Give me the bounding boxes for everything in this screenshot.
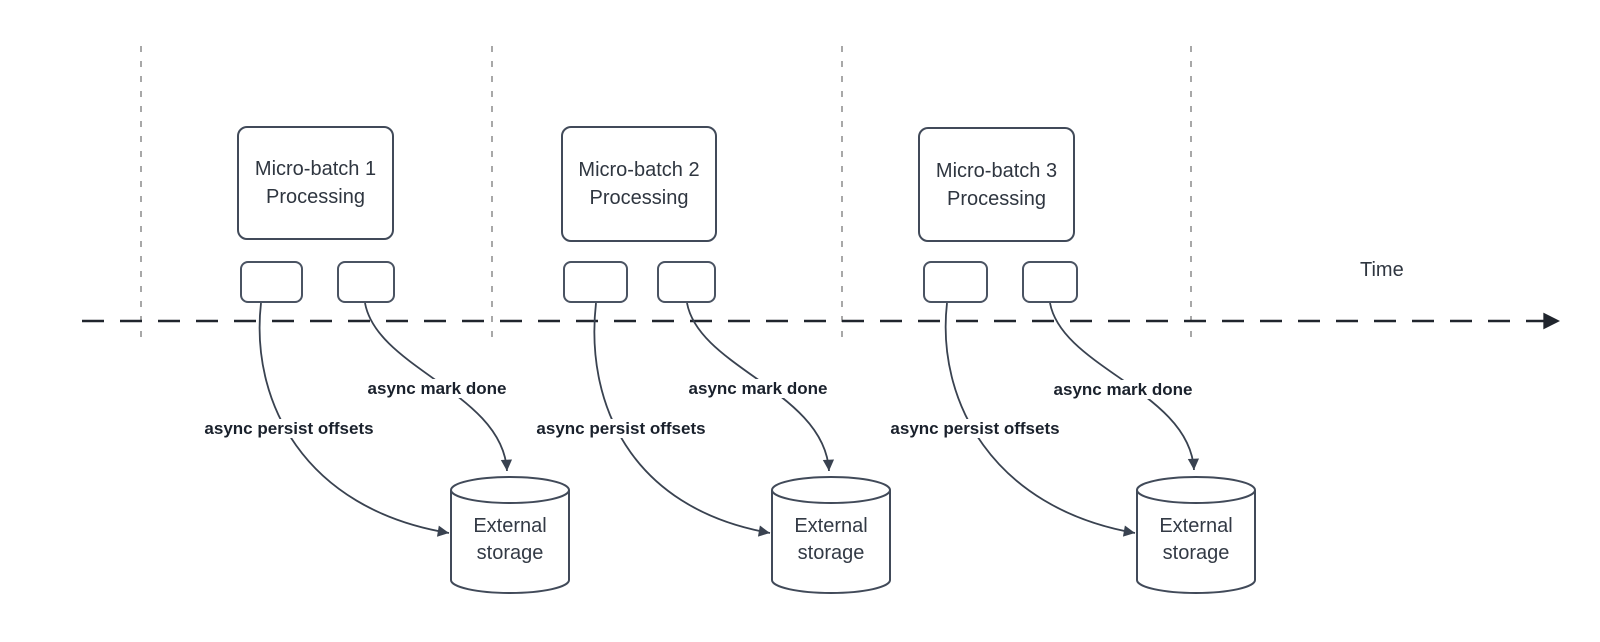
persist-offsets-arrow-label-3: async persist offsets: [887, 419, 1063, 438]
process-box-title: Micro-batch 2: [578, 159, 700, 181]
persist-offsets-curve-2: [593, 302, 771, 537]
storage-label-line1: External: [473, 515, 547, 537]
time-axis-label: Time: [1360, 259, 1404, 281]
persist-offsets-curve-3: [944, 302, 1136, 537]
external-storage-label-3: External storage: [1141, 513, 1251, 567]
external-storage-cylinder-1: [450, 476, 570, 594]
offsets-task-box-3: [923, 261, 988, 303]
mark-done-arrow-label-2: async mark done: [685, 379, 831, 398]
persist-offsets-curve-1: [258, 302, 450, 537]
storage-label-line2: storage: [1162, 542, 1230, 564]
storage-label-line2: storage: [797, 542, 865, 564]
persist-offsets-arrow-label-2: async persist offsets: [533, 419, 709, 438]
process-box-title: Micro-batch 1: [254, 158, 377, 180]
process-box-subtitle: Processing: [947, 187, 1046, 210]
mark-done-arrow-label-1: async mark done: [364, 379, 510, 398]
persist-offsets-arrow-label-1: async persist offsets: [201, 419, 377, 438]
external-storage-cylinder-2: [771, 476, 891, 594]
external-storage-label-1: External storage: [455, 513, 565, 567]
process-box-subtitle: Processing: [589, 187, 689, 209]
storage-label-line2: storage: [476, 542, 544, 564]
storage-label-line1: External: [1159, 515, 1233, 537]
micro-batch-2-processing-box: Micro-batch 2 Processing: [561, 126, 717, 242]
offsets-task-box-1: [240, 261, 303, 303]
external-storage-label-2: External storage: [776, 513, 886, 567]
offsets-task-box-2: [563, 261, 628, 303]
process-box-subtitle: Processing: [266, 186, 365, 208]
storage-label-line1: External: [794, 515, 868, 537]
done-task-box-1: [337, 261, 395, 303]
micro-batch-3-processing-box: Micro-batch 3 Processing: [918, 127, 1075, 242]
mark-done-arrow-label-3: async mark done: [1050, 380, 1196, 399]
done-task-box-3: [1022, 261, 1078, 303]
done-task-box-2: [657, 261, 716, 303]
external-storage-cylinder-3: [1136, 476, 1256, 594]
process-box-title: Micro-batch 3: [935, 159, 1058, 182]
micro-batch-1-processing-box: Micro-batch 1 Processing: [237, 126, 394, 240]
